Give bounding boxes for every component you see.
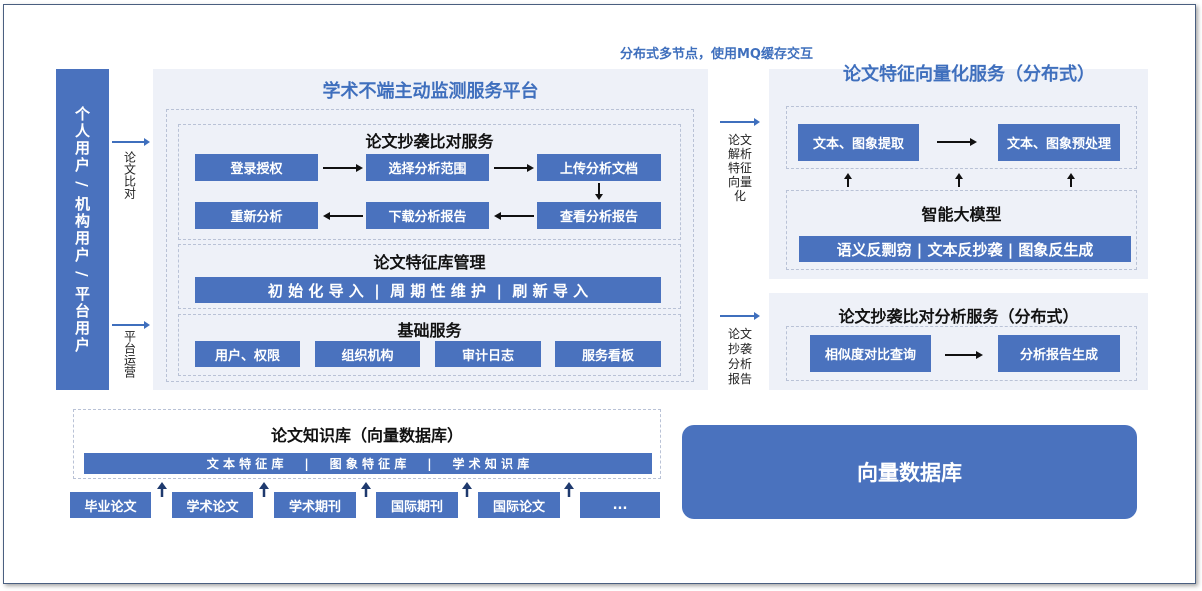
user-permission-item: 用户、权限 bbox=[195, 341, 300, 367]
extract-step: 文本、图象提取 bbox=[798, 124, 919, 161]
arrow-up-icon bbox=[462, 482, 472, 497]
arrow-up-icon bbox=[1067, 173, 1075, 187]
preprocess-step: 文本、图象预处理 bbox=[998, 124, 1120, 161]
knowledge-bar: 文 本 特 征 库 | 图 象 特 征 库 | 学 术 知 识 库 bbox=[84, 453, 652, 474]
vector-database-label: 向量数据库 bbox=[857, 461, 962, 485]
plagiarism-section bbox=[178, 124, 681, 240]
arrow-right-icon bbox=[323, 164, 363, 172]
compare-arrow-icon bbox=[112, 138, 150, 146]
analysis-section bbox=[786, 326, 1137, 381]
platform-panel bbox=[153, 69, 708, 390]
arrow-left-icon bbox=[323, 212, 363, 220]
vectorize-arrow-icon bbox=[720, 118, 760, 126]
login-auth-step: 登录授权 bbox=[195, 154, 318, 181]
arrow-up-icon bbox=[955, 173, 963, 187]
feature-lib-bar: 初 始 化 导 入 | 周 期 性 维 护 | 刷 新 导 入 bbox=[195, 277, 661, 303]
select-scope-step: 选择分析范围 bbox=[366, 154, 489, 181]
platform-inner bbox=[166, 109, 694, 382]
arrow-right-icon bbox=[937, 138, 977, 146]
similarity-query-step: 相似度对比查询 bbox=[810, 335, 931, 372]
arrow-up-icon bbox=[259, 482, 269, 497]
arrow-up-icon bbox=[157, 482, 167, 497]
vector-database-block: 向量数据库 bbox=[682, 425, 1137, 519]
audit-log-item: 审计日志 bbox=[435, 341, 541, 367]
model-section bbox=[786, 190, 1137, 270]
arrow-up-icon bbox=[564, 482, 574, 497]
service-dashboard-item: 服务看板 bbox=[555, 341, 661, 367]
source-academic-journal: 学术期刊 bbox=[274, 492, 356, 518]
ops-label: 平台运营 bbox=[122, 330, 137, 378]
source-more: ... bbox=[580, 492, 660, 518]
plagiarism-title: 论文抄袭比对服务 bbox=[365, 132, 494, 151]
analysis-service-title: 论文抄袭比对分析服务（分布式） bbox=[838, 307, 1079, 326]
users-sidebar: 个人用户 / 机构用户 / 平台用户 bbox=[56, 69, 109, 390]
source-intl-journal: 国际期刊 bbox=[376, 492, 458, 518]
arrow-right-icon bbox=[945, 351, 983, 359]
platform-title: 学术不端主动监测服务平台 bbox=[322, 81, 539, 102]
view-report-step: 查看分析报告 bbox=[537, 202, 661, 229]
arrow-up-icon bbox=[361, 482, 371, 497]
analyze-label: 论文抄袭分析报告 bbox=[727, 327, 752, 386]
model-bar: 语义反剽窃 | 文本反抄袭 | 图象反生成 bbox=[799, 236, 1131, 262]
arrow-up-icon bbox=[844, 173, 852, 187]
download-report-step: 下载分析报告 bbox=[366, 202, 489, 229]
extract-section bbox=[786, 106, 1137, 169]
vectorize-label: 论文解析特征向量化 bbox=[727, 133, 752, 203]
basic-section bbox=[178, 314, 681, 376]
source-intl-paper: 国际论文 bbox=[478, 492, 560, 518]
reanalyze-step: 重新分析 bbox=[195, 202, 318, 229]
source-graduation-thesis: 毕业论文 bbox=[70, 492, 151, 518]
vector-service-title: 论文特征向量化服务（分布式） bbox=[843, 64, 1095, 85]
report-generation-step: 分析报告生成 bbox=[998, 335, 1120, 372]
knowledge-section bbox=[73, 409, 661, 479]
knowledge-title: 论文知识库（向量数据库） bbox=[270, 426, 463, 445]
analyze-arrow-icon bbox=[720, 312, 760, 320]
feature-lib-title: 论文特征库管理 bbox=[373, 253, 486, 272]
arrow-right-icon bbox=[494, 164, 534, 172]
model-title: 智能大模型 bbox=[921, 205, 1002, 224]
distributed-note: 分布式多节点，使用MQ缓存交互 bbox=[620, 47, 813, 62]
source-academic-paper: 学术论文 bbox=[172, 492, 253, 518]
arrow-left-icon bbox=[494, 212, 534, 220]
feature-lib-section bbox=[178, 244, 681, 309]
upload-doc-step: 上传分析文档 bbox=[537, 154, 661, 181]
compare-label: 论文比对 bbox=[122, 151, 137, 199]
organization-item: 组织机构 bbox=[315, 341, 420, 367]
ops-arrow-icon bbox=[112, 321, 150, 329]
arrow-down-icon bbox=[595, 183, 603, 200]
basic-title: 基础服务 bbox=[397, 321, 462, 340]
